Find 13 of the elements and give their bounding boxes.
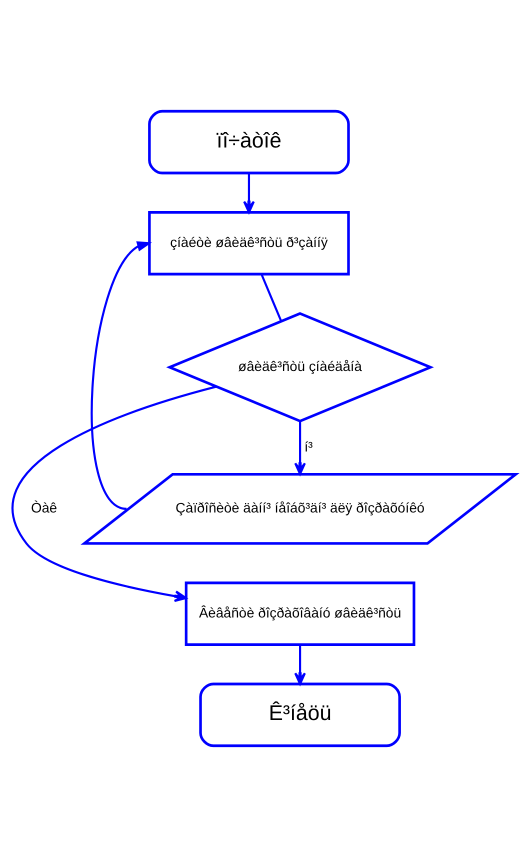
arrow <box>294 420 306 475</box>
edge-label: Òàê <box>30 498 58 515</box>
edge-label: í³ <box>304 438 313 454</box>
node-box: Ê³íåöü <box>199 682 401 747</box>
connector <box>260 273 282 321</box>
node-box: Âèâåñòè ðîçðàõîâàíó øâèäê³ñòü <box>184 581 416 646</box>
arrow <box>12 385 216 602</box>
arrow <box>90 240 152 510</box>
arrow <box>294 644 306 684</box>
arrow <box>243 172 255 213</box>
node-box: çíàéòè øâèäê³ñòü ð³çàííÿ <box>148 210 350 275</box>
node-box: ïî÷àòîê <box>148 109 350 174</box>
node-diamond: øâèäê³ñòü çíàéäåíà <box>166 312 434 422</box>
